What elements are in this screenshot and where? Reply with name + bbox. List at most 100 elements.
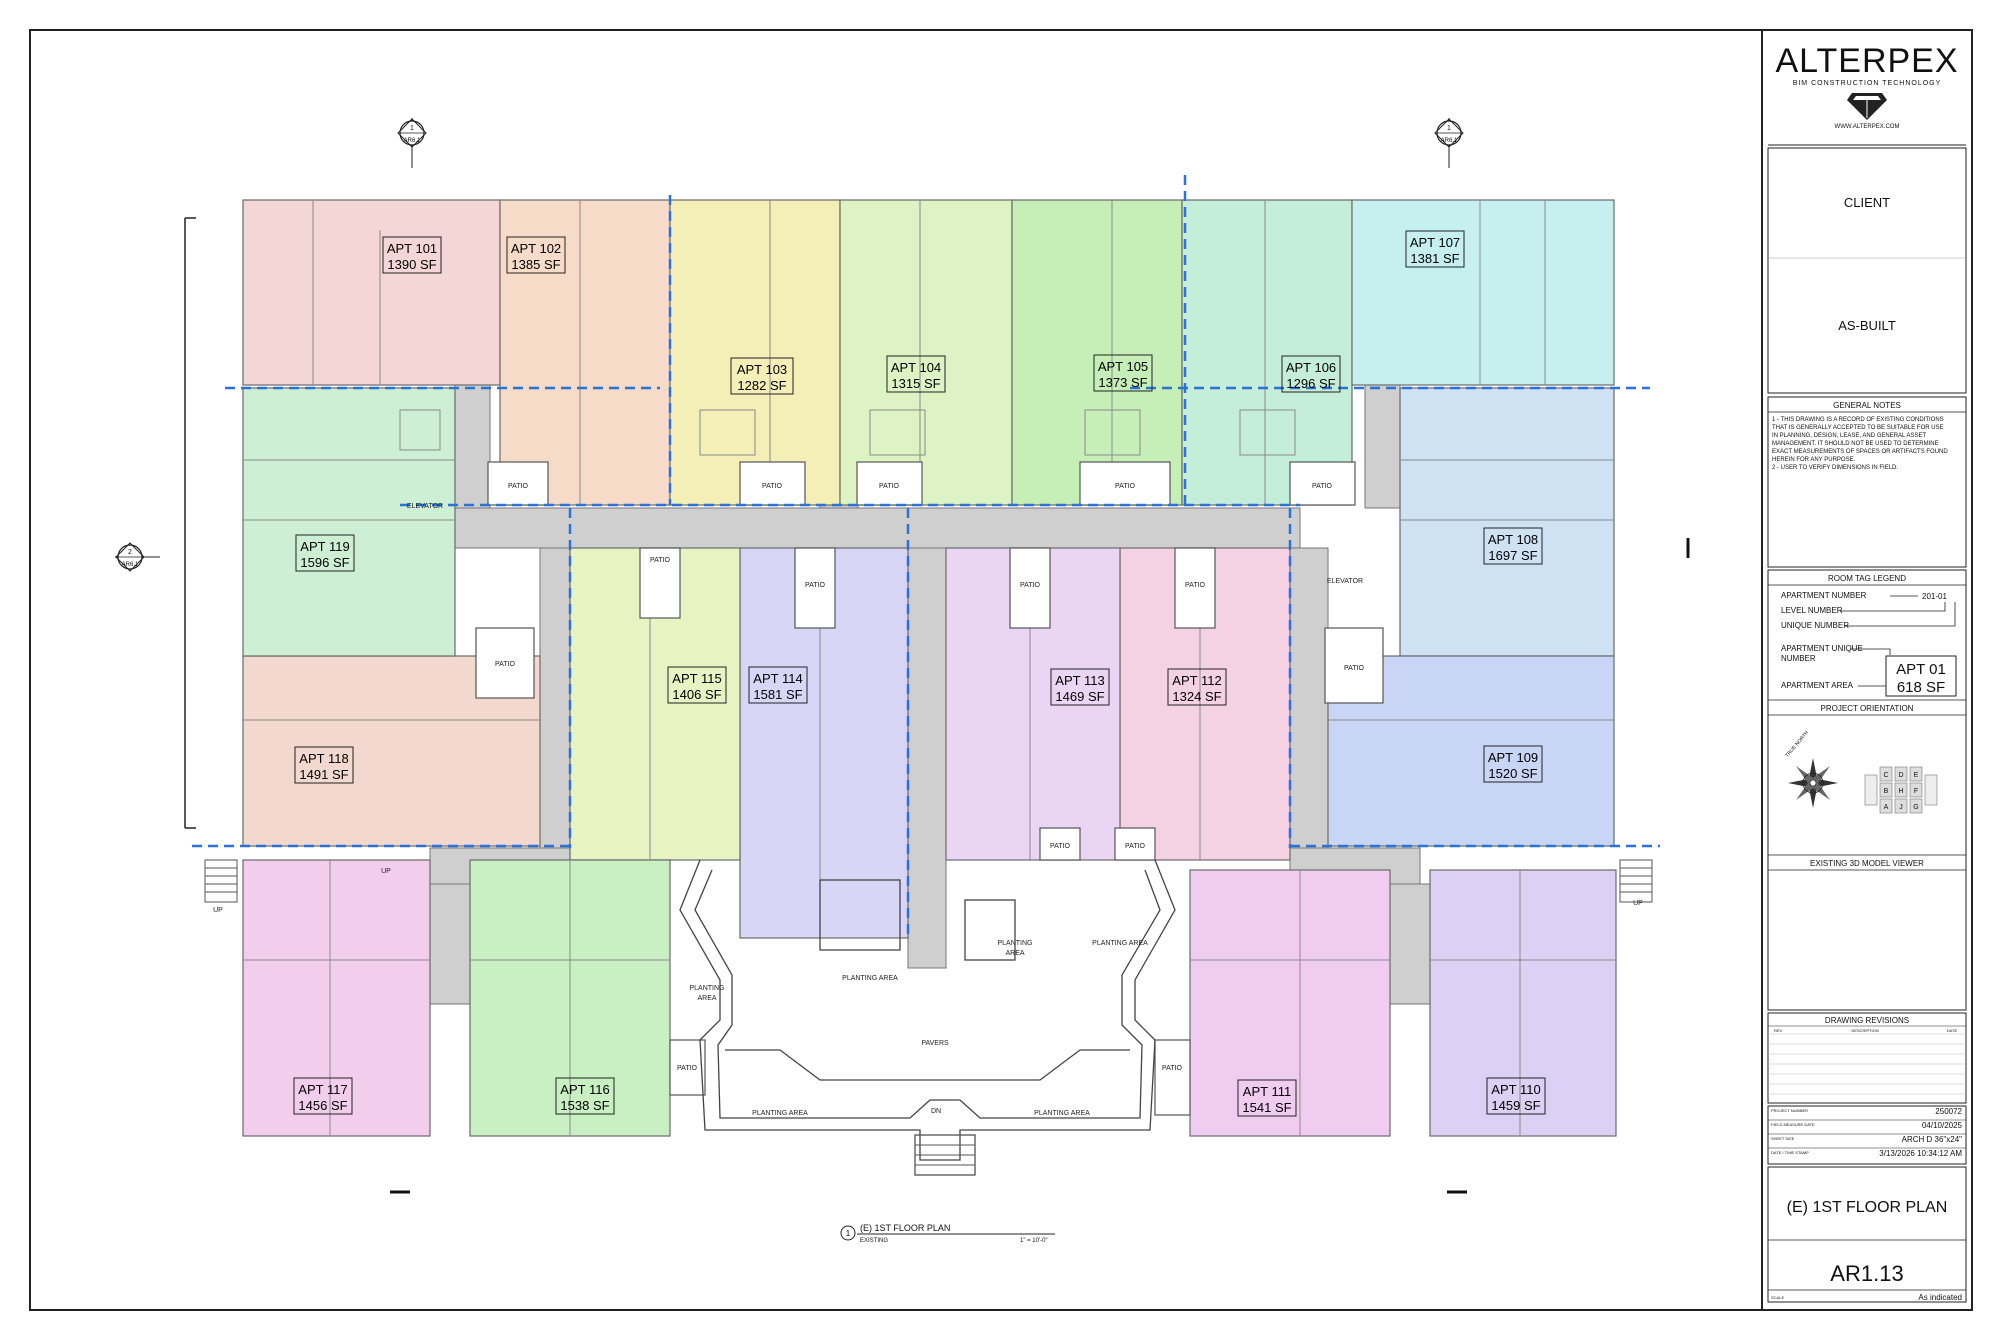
apartment-block-107 bbox=[1351, 199, 1615, 386]
apartment-block-108 bbox=[1399, 387, 1615, 657]
info-label: PROJECT NUMBER bbox=[1771, 1108, 1808, 1113]
legend-example-number: 201-01 bbox=[1922, 592, 1947, 601]
apartment-block-119 bbox=[242, 387, 456, 657]
pavers-label: PAVERS bbox=[921, 1040, 949, 1047]
apt-area: 1315 SF bbox=[891, 376, 940, 391]
patio-label: PATIO bbox=[805, 582, 826, 589]
legend-apartment-number: APARTMENT NUMBER bbox=[1781, 591, 1867, 600]
patio-label: PATIO bbox=[1312, 483, 1333, 490]
apartment-block-117 bbox=[242, 859, 431, 1137]
apt-area: 1373 SF bbox=[1098, 375, 1147, 390]
diamond-logo-icon bbox=[1847, 93, 1887, 120]
general-note-line: EXACT MEASUREMENTS OF SPACES OR ARTIFACT… bbox=[1772, 449, 1948, 455]
legend-number: NUMBER bbox=[1781, 654, 1816, 663]
key-letter: A bbox=[1884, 804, 1889, 811]
apt-area: 1469 SF bbox=[1055, 689, 1104, 704]
apt-area: 1324 SF bbox=[1172, 689, 1221, 704]
apt-name: APT 115 bbox=[672, 671, 721, 686]
view-subtitle: EXISTING bbox=[860, 1238, 888, 1244]
info-value: ARCH D 36"x24" bbox=[1902, 1135, 1963, 1144]
apt-name: APT 107 bbox=[1410, 235, 1460, 250]
info-value: 04/10/2025 bbox=[1922, 1121, 1963, 1130]
legend-apartment-area: APARTMENT AREA bbox=[1781, 681, 1854, 690]
status-label: AS-BUILT bbox=[1838, 318, 1896, 333]
up-label: UP bbox=[1633, 900, 1643, 907]
section-marker-1: 1 AR6.1 bbox=[397, 118, 427, 168]
apt-area: 1697 SF bbox=[1488, 548, 1537, 563]
room-labels: PATIO PATIO PATIO PATIO PATIO PATIO PATI… bbox=[213, 483, 1643, 1117]
apartment-block-104 bbox=[839, 199, 1013, 506]
general-note-line: 1 - THIS DRAWING IS A RECORD OF EXISTING… bbox=[1772, 417, 1944, 423]
apt-name: APT 102 bbox=[511, 241, 561, 256]
section-marker-3-number: 2 bbox=[128, 549, 132, 556]
view-title-text: (E) 1ST FLOOR PLAN bbox=[860, 1223, 950, 1233]
apt-name: APT 103 bbox=[737, 362, 787, 377]
apartment-block-106 bbox=[1181, 199, 1353, 506]
planting-area-label: PLANTING AREA bbox=[842, 975, 898, 982]
section-end-markers bbox=[390, 538, 1690, 1194]
key-letter: H bbox=[1898, 788, 1903, 795]
apt-name: APT 101 bbox=[387, 241, 437, 256]
legend-title: ROOM TAG LEGEND bbox=[1828, 574, 1906, 583]
general-note-line: MANAGEMENT. IT SHOULD NOT BE USED TO DET… bbox=[1772, 441, 1939, 447]
apartment-block-101 bbox=[242, 199, 501, 386]
key-plan: C D E B H F A J G bbox=[1864, 766, 1938, 814]
info-label: SHEET SIZE bbox=[1771, 1136, 1795, 1141]
general-note-line: 2 - USER TO VERIFY DIMENSIONS IN FIELD. bbox=[1772, 465, 1898, 471]
planting-area-label: PLANTING AREA bbox=[752, 1110, 808, 1117]
up-label: UP bbox=[381, 868, 391, 875]
legend-tag-name: APT 01 bbox=[1896, 661, 1946, 678]
general-notes-title: GENERAL NOTES bbox=[1833, 401, 1901, 410]
revision-header: DESCRIPTION bbox=[1851, 1028, 1878, 1033]
apt-name: APT 109 bbox=[1488, 750, 1538, 765]
company-website: WWW.ALTERPEX.COM bbox=[1835, 124, 1900, 130]
apt-name: APT 116 bbox=[560, 1082, 609, 1097]
general-note-line: IN PLANNING, DESIGN, LEASE, AND GENERAL … bbox=[1772, 433, 1926, 439]
patio-label: PATIO bbox=[650, 557, 671, 564]
floor-plan: 1 AR6.1 1 AR6.1 2 AR6.1 bbox=[115, 118, 1690, 1244]
apartment-blocks bbox=[242, 199, 1617, 1137]
apt-name: APT 112 bbox=[1172, 673, 1221, 688]
patio-label: PATIO bbox=[1020, 582, 1041, 589]
patio-label: PATIO bbox=[1185, 582, 1206, 589]
patio-label: PATIO bbox=[1050, 843, 1071, 850]
area-label: AREA bbox=[1005, 950, 1024, 957]
patio-label: PATIO bbox=[1162, 1065, 1183, 1072]
patio-label: PATIO bbox=[762, 483, 783, 490]
apt-name: APT 119 bbox=[300, 539, 349, 554]
dn-label: DN bbox=[931, 1108, 941, 1115]
apt-area: 1541 SF bbox=[1242, 1100, 1291, 1115]
info-rows: PROJECT NUMBER 250072 FIELD MEASURE DATE… bbox=[1768, 1107, 1966, 1158]
apartment-block-105 bbox=[1011, 199, 1183, 506]
key-letter: F bbox=[1914, 788, 1918, 795]
key-letter: B bbox=[1884, 788, 1889, 795]
apt-name: APT 110 bbox=[1491, 1082, 1540, 1097]
legend-level-number: LEVEL NUMBER bbox=[1781, 606, 1843, 615]
scale-value: As indicated bbox=[1918, 1293, 1962, 1302]
apt-area: 1381 SF bbox=[1410, 251, 1459, 266]
patio-label: PATIO bbox=[495, 661, 516, 668]
info-label: DATE / TIME STAMP bbox=[1771, 1150, 1809, 1155]
elevator-label: ELEVATOR bbox=[1327, 578, 1363, 585]
apt-area: 1538 SF bbox=[560, 1098, 609, 1113]
apt-area: 1390 SF bbox=[387, 257, 436, 272]
key-letter: E bbox=[1914, 772, 1919, 779]
apt-area: 1581 SF bbox=[753, 687, 802, 702]
sheet-number: AR1.13 bbox=[1830, 1261, 1903, 1286]
apt-area: 1282 SF bbox=[737, 378, 786, 393]
sheet-title: (E) 1ST FLOOR PLAN bbox=[1787, 1199, 1948, 1216]
info-label: FIELD MEASURE DATE bbox=[1771, 1122, 1815, 1127]
section-marker-2-number: 1 bbox=[1447, 125, 1451, 132]
title-block: ALTERPEX BIM CONSTRUCTION TECHNOLOGY WWW… bbox=[1761, 29, 1973, 1311]
